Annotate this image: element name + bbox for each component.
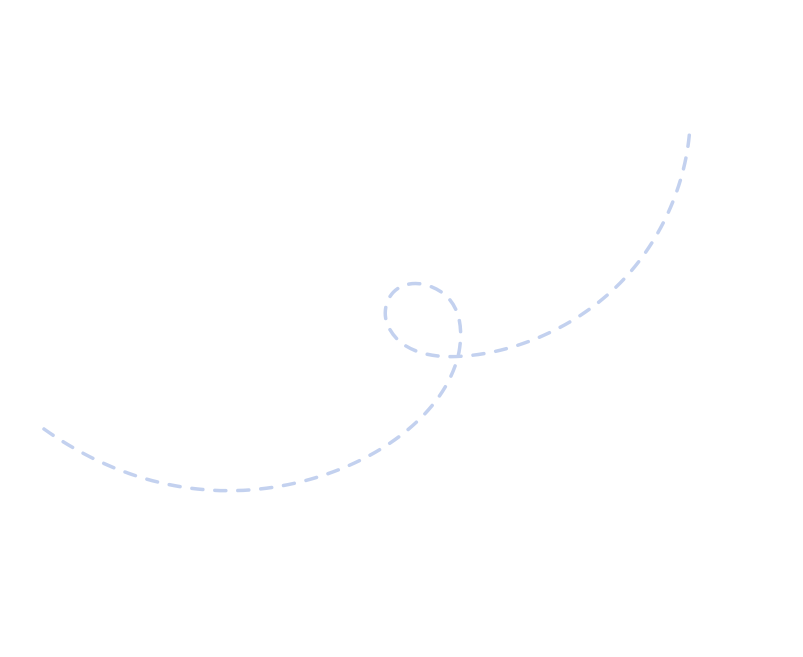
dashed-loop-curve <box>42 123 692 493</box>
